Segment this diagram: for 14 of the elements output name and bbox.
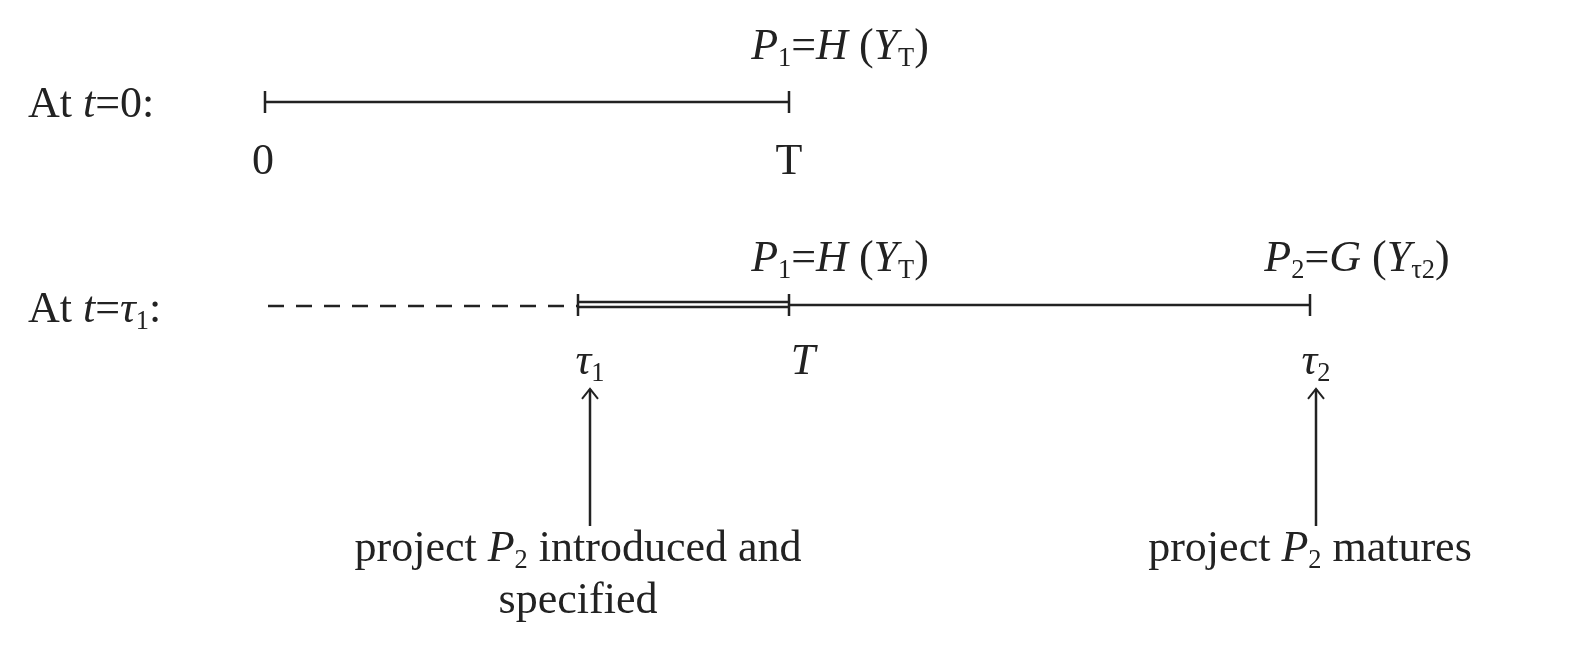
- annotation-text: project P$_{2}$ introduced and specified: [338, 522, 818, 625]
- annotation-text: project P$_{2}$ matures: [1148, 522, 1472, 574]
- arrow: [1307, 387, 1325, 526]
- row-label: At t=τ$_{1}$:: [28, 283, 162, 335]
- row-label: At t=0:: [28, 78, 155, 129]
- tick-label: τ$_{2}$: [1301, 335, 1331, 387]
- tick-label: T: [790, 335, 816, 386]
- payoff-label: P$_{1}$=H (Y$_{T}$): [751, 20, 929, 72]
- payoff-label: P$_{2}$=G (Y$_{τ2}$): [1264, 232, 1450, 284]
- tick-label: 0: [252, 135, 274, 186]
- tick-label: T: [775, 135, 803, 186]
- payoff-label: P$_{1}$=H (Y$_{T}$): [751, 232, 929, 284]
- tick-label: τ$_{1}$: [575, 335, 605, 387]
- arrow: [581, 387, 599, 526]
